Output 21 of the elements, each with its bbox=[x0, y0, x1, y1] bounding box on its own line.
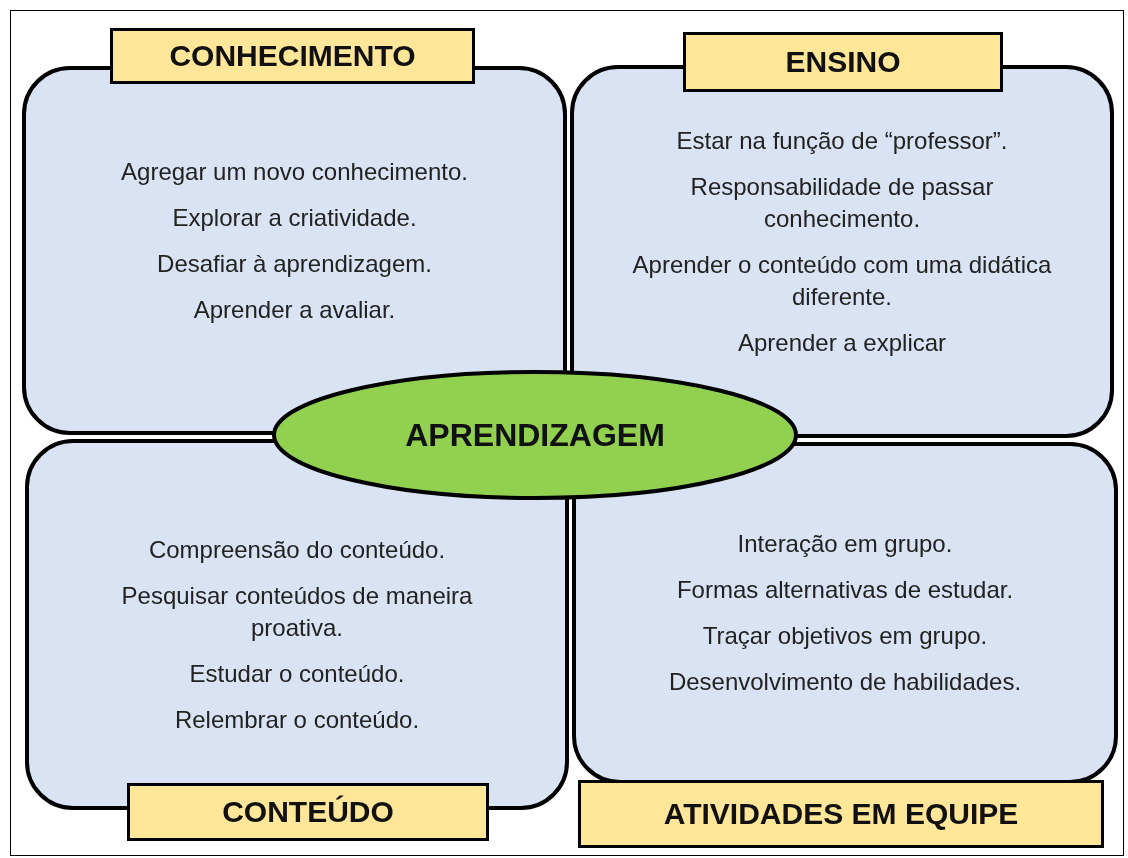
item-text: Desenvolvimento de habilidades. bbox=[668, 667, 1022, 697]
item-text: Responsabilidade de passar conhecimento. bbox=[689, 171, 995, 234]
item-text: Desafiar à aprendizagem. bbox=[157, 248, 432, 279]
item-text: Agregar um novo conhecimento. bbox=[121, 156, 468, 187]
item-text: Estar na função de “professor”. bbox=[676, 125, 1008, 156]
item-text: Relembrar o conteúdo. bbox=[174, 704, 420, 735]
heading-tag: CONTEÚDO bbox=[127, 783, 489, 841]
item-text: Pesquisar conteúdos de maneira proativa. bbox=[120, 580, 474, 643]
item-text: Estudar o conteúdo. bbox=[189, 658, 405, 689]
item-text: Traçar objetivos em grupo. bbox=[702, 621, 988, 651]
item-text: Aprender a avaliar. bbox=[193, 294, 396, 325]
item-text: Formas alternativas de estudar. bbox=[676, 575, 1014, 605]
item-text: Interação em grupo. bbox=[737, 529, 953, 559]
item-text: Compreensão do conteúdo. bbox=[148, 534, 446, 565]
heading-tag: ATIVIDADES EM EQUIPE bbox=[578, 780, 1104, 848]
heading-tag: CONHECIMENTO bbox=[110, 28, 475, 84]
heading-tag: ENSINO bbox=[683, 32, 1003, 92]
item-text: Explorar a criatividade. bbox=[172, 202, 417, 233]
item-text: Aprender a explicar bbox=[737, 327, 947, 358]
center-label: APRENDIZAGEM bbox=[405, 416, 665, 454]
item-text: Aprender o conteúdo com uma didática diferente. bbox=[631, 249, 1053, 312]
